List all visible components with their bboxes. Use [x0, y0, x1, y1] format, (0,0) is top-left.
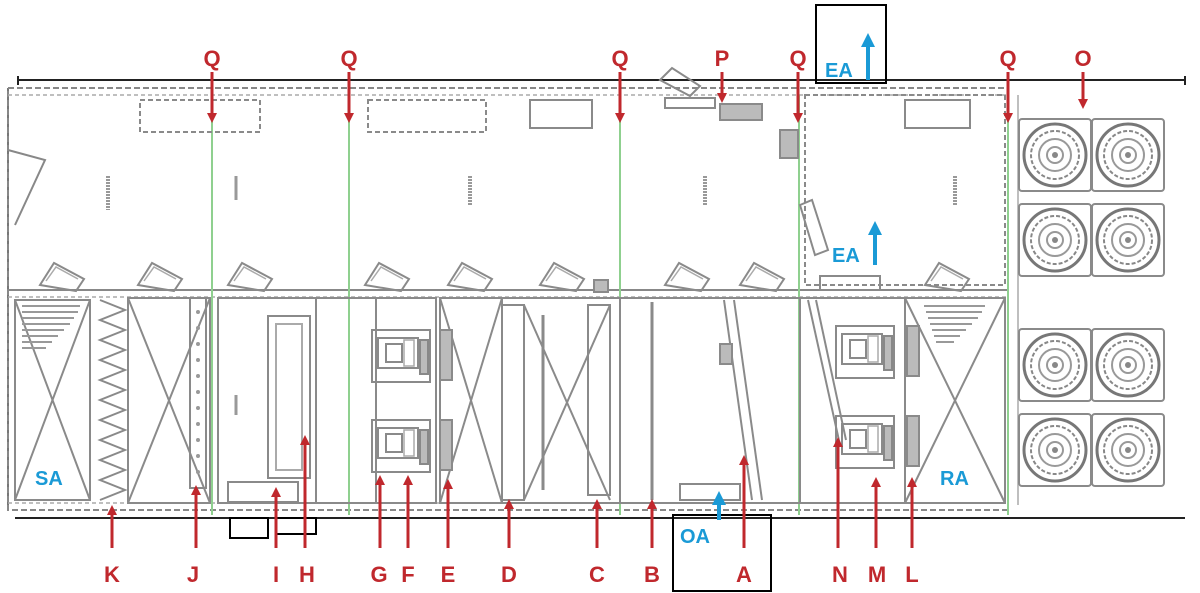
supply-air-label: SA — [35, 468, 63, 490]
marker-label-m: M — [868, 562, 886, 587]
marker-label-q3: Q — [611, 46, 628, 71]
lower-deck — [14, 279, 1006, 504]
marker-label-d: D — [501, 562, 517, 587]
fan-array — [1017, 117, 1166, 488]
marker-label-g: G — [370, 562, 387, 587]
base-block-2 — [275, 517, 317, 535]
marker-label-q2: Q — [340, 46, 357, 71]
marker-label-p: P — [715, 46, 730, 71]
exhaust-opening — [815, 4, 887, 84]
marker-label-c: C — [589, 562, 605, 587]
marker-label-j: J — [187, 562, 199, 587]
airflow-arrows — [712, 33, 882, 520]
exhaust-air-label-mid: EA — [832, 245, 860, 267]
upper-deck — [7, 66, 1006, 291]
marker-label-b: B — [644, 562, 660, 587]
marker-label-o: O — [1074, 46, 1091, 71]
marker-label-k: K — [104, 562, 120, 587]
marker-label-q1: Q — [203, 46, 220, 71]
marker-label-l: L — [905, 562, 918, 587]
marker-label-n: N — [832, 562, 848, 587]
base-block — [229, 517, 269, 539]
top-markers — [207, 72, 1088, 123]
exhaust-air-label-top: EA — [825, 60, 853, 82]
marker-label-h: H — [299, 562, 315, 587]
outside-air-opening — [672, 514, 772, 592]
bottom-markers — [107, 435, 917, 548]
marker-label-q5: Q — [999, 46, 1016, 71]
top-marker-labels: Q Q Q P Q Q O — [203, 46, 1091, 71]
marker-label-f: F — [401, 562, 414, 587]
openings — [229, 4, 887, 592]
marker-label-i: I — [273, 562, 279, 587]
return-air-label: RA — [940, 468, 969, 490]
bottom-marker-labels: K J I H G F E D C B A N M L — [104, 562, 919, 587]
marker-label-e: E — [441, 562, 456, 587]
outside-air-label: OA — [680, 526, 710, 548]
marker-label-q4: Q — [789, 46, 806, 71]
marker-label-a: A — [736, 562, 752, 587]
